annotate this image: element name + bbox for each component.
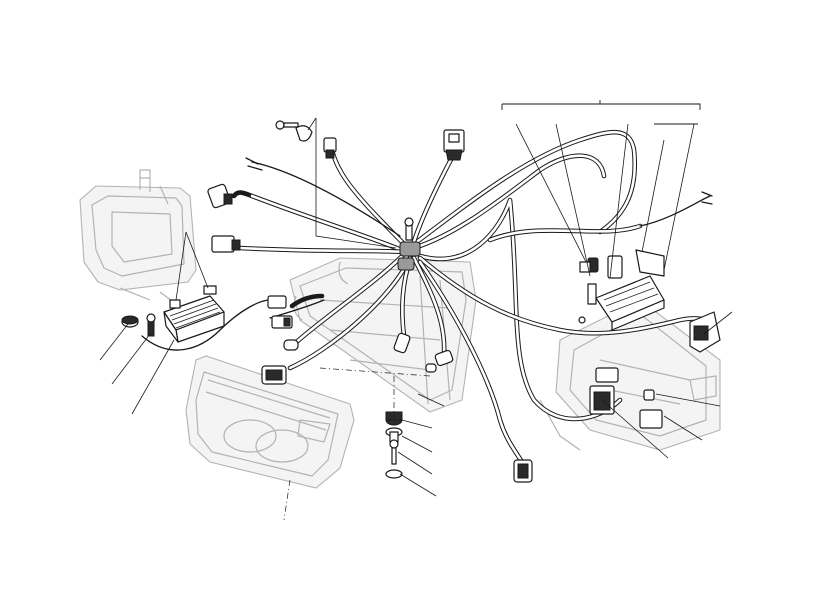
callout-left — [99, 231, 209, 415]
connector-left-middle — [211, 235, 241, 253]
connector-bullet-left — [283, 339, 299, 351]
thin-wires — [141, 157, 713, 351]
connector-center-pair — [393, 332, 454, 373]
ghost-frame-center — [289, 257, 477, 413]
rectifier-module — [146, 285, 225, 343]
ghost-headlight-bracket — [79, 169, 197, 305]
bolt-top — [275, 120, 299, 130]
connector-top — [443, 129, 465, 161]
callout-dashed-centerlines — [283, 367, 431, 521]
bushing-stack — [385, 411, 403, 479]
connector-small-top — [323, 137, 337, 159]
callout-top-left — [307, 117, 397, 249]
callout-top-bracket — [501, 100, 701, 279]
connector-bottom — [513, 459, 533, 483]
connector-lower-left — [261, 365, 287, 385]
callout-bottom-center — [397, 393, 445, 497]
connector-plugs-left — [267, 295, 293, 329]
connector-far-right — [689, 311, 721, 353]
connector-right-cluster — [589, 367, 663, 429]
connector-left-upper — [207, 183, 233, 209]
center-junction — [397, 217, 421, 271]
callout-right — [601, 311, 733, 459]
grommet-left — [121, 315, 139, 328]
control-unit — [578, 249, 665, 331]
